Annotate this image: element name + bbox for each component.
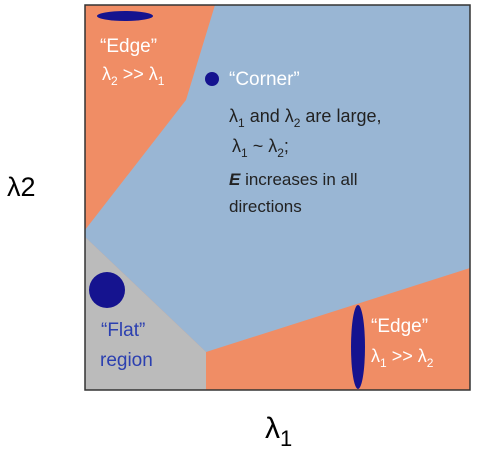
flat-subtitle: region [100,350,153,371]
corner-line2: λ1 ~ λ2; [232,136,289,160]
edge-bottom-title: “Edge” [371,316,428,337]
corner-region [85,5,470,352]
flat-title: “Flat” [101,320,145,341]
edge-vertical-ellipse-marker [351,305,365,389]
corner-line4: directions [229,197,302,216]
x-axis-label: λ1 [265,412,292,451]
edge-horizontal-ellipse-marker [97,11,153,21]
edge-bottom-condition: λ1 >> λ2 [371,346,434,370]
corner-title: “Corner” [229,69,300,90]
corner-line3: E increases in all [229,170,358,189]
edge-top-condition: λ2 >> λ1 [102,64,165,88]
corner-dot-marker [205,72,219,86]
edge-top-title: “Edge” [100,36,157,57]
diagram-border [84,4,471,391]
corner-line1: λ1 and λ2 are large, [229,106,381,130]
flat-circle-marker [89,272,125,308]
y-axis-label: λ2 [7,172,36,202]
